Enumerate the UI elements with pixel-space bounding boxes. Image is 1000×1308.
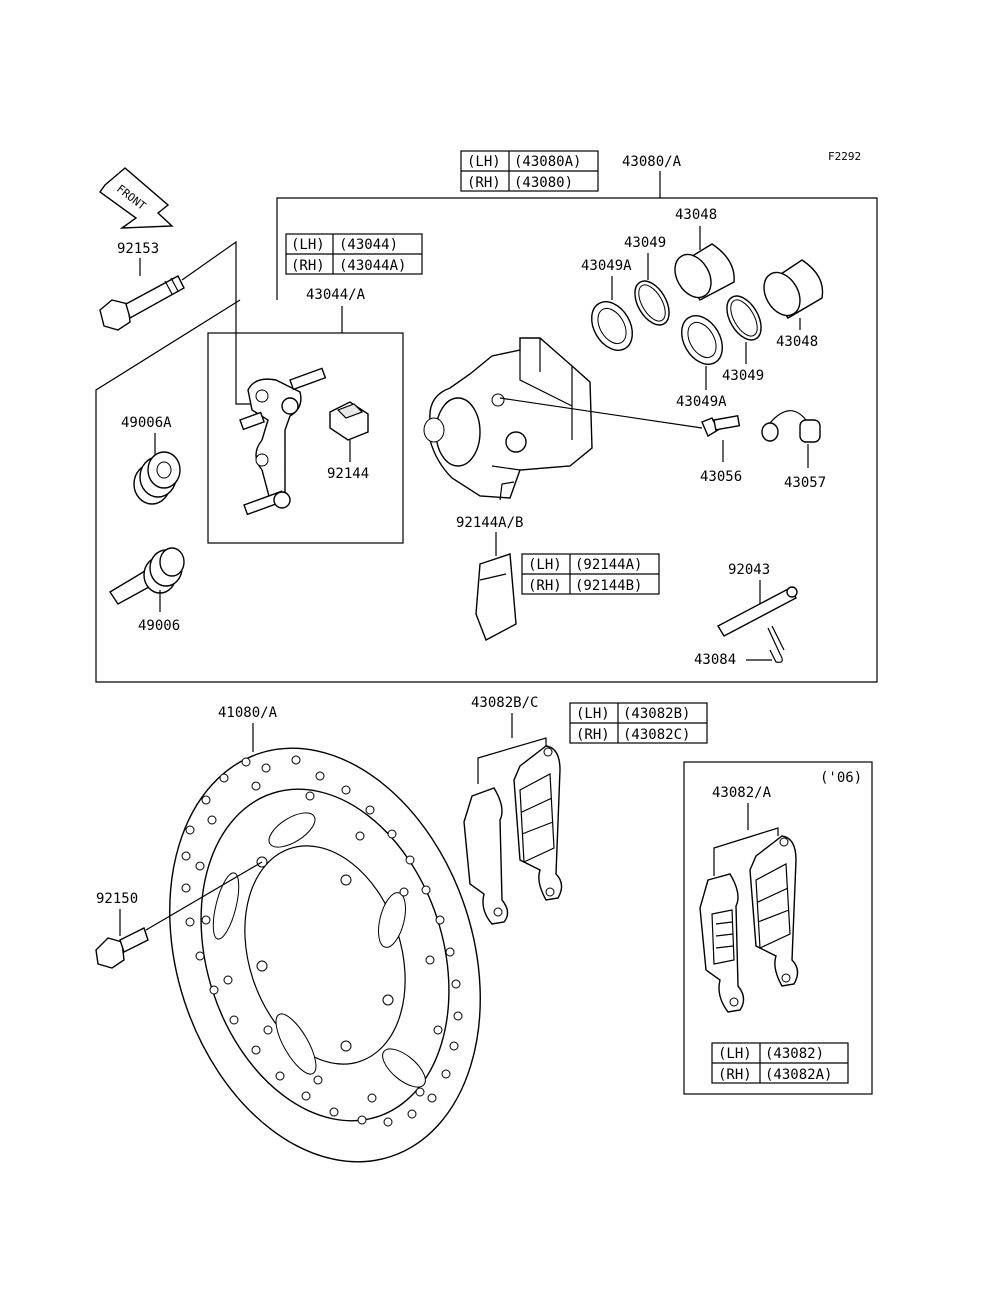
callout-92043: 92043 bbox=[728, 562, 770, 578]
spring-92144AB bbox=[475, 553, 517, 641]
table-cell: (92144A) bbox=[575, 557, 642, 573]
callout-43082BC: 43082B/C bbox=[471, 695, 538, 711]
pin-49006 bbox=[109, 547, 185, 605]
caliper-bracket-43044 bbox=[239, 367, 327, 516]
table-cell: (43044A) bbox=[339, 258, 406, 274]
piston-seal-43049-2 bbox=[726, 295, 762, 341]
pin-92043 bbox=[717, 586, 798, 637]
callout-92150: 92150 bbox=[96, 891, 138, 907]
table-cell: (RH) bbox=[291, 258, 325, 274]
brake-pad-43082A-outer bbox=[749, 835, 799, 987]
boot-49006A bbox=[133, 451, 181, 505]
diagram-code: F2292 bbox=[828, 150, 861, 163]
piston-43048-1 bbox=[674, 243, 735, 301]
table-cell: (LH) bbox=[291, 237, 325, 253]
callout-43049-1: 43049 bbox=[624, 235, 666, 251]
pads-2006-outline bbox=[683, 761, 873, 1095]
callout-92144: 92144 bbox=[327, 466, 369, 482]
front-arrow-icon: FRONT bbox=[99, 167, 174, 229]
table-cell: (LH) bbox=[528, 557, 562, 573]
bracket-subassembly-outline bbox=[207, 332, 404, 544]
callout-92144AB: 92144A/B bbox=[456, 515, 523, 531]
callout-43048-1: 43048 bbox=[675, 207, 717, 223]
bolt-92153 bbox=[99, 275, 185, 331]
table-92144: (LH) (92144A) (RH) (92144B) bbox=[521, 553, 660, 595]
year-label: ('06) bbox=[820, 770, 862, 786]
callout-92153: 92153 bbox=[117, 241, 159, 257]
table-43082: (LH) (43082) (RH) (43082A) bbox=[711, 1042, 849, 1084]
callout-43056: 43056 bbox=[700, 469, 742, 485]
brake-pad-43082BC-outer bbox=[513, 745, 563, 901]
piston-seal-43049A-2 bbox=[681, 315, 723, 365]
table-cell: (43082B) bbox=[623, 706, 690, 722]
table-cell: (43082A) bbox=[765, 1067, 832, 1083]
brake-disc-41080 bbox=[169, 747, 481, 1163]
table-43082BC: (LH) (43082B) (RH) (43082C) bbox=[569, 702, 708, 744]
table-cell: (RH) bbox=[576, 727, 610, 743]
piston-seal-43049A-1 bbox=[591, 301, 633, 351]
table-cell: (43082C) bbox=[623, 727, 690, 743]
callout-43049A-1: 43049A bbox=[581, 258, 632, 274]
callout-43082A: 43082/A bbox=[712, 785, 772, 801]
brake-pad-43082BC-inner bbox=[463, 787, 509, 925]
bolt-92150 bbox=[95, 927, 149, 969]
table-cell: (92144B) bbox=[575, 578, 642, 594]
clip-92144 bbox=[329, 401, 369, 441]
table-43080: (LH) (43080A) (RH) (43080) bbox=[460, 150, 599, 192]
table-cell: (43082) bbox=[765, 1046, 824, 1062]
table-43044: (LH) (43044) (RH) (43044A) bbox=[285, 233, 423, 275]
caliper-assembly-outline bbox=[95, 197, 878, 683]
table-cell: (LH) bbox=[467, 154, 501, 170]
callout-43080: 43080/A bbox=[622, 154, 682, 170]
callout-43048-2: 43048 bbox=[776, 334, 818, 350]
disc-vent-holes bbox=[181, 755, 463, 1127]
table-cell: (RH) bbox=[718, 1067, 752, 1083]
bleed-cap-43057 bbox=[761, 410, 821, 443]
table-cell: (LH) bbox=[718, 1046, 752, 1062]
piston-seal-43049-1 bbox=[634, 280, 670, 326]
caliper-body bbox=[423, 337, 593, 501]
table-cell: (43080A) bbox=[514, 154, 581, 170]
brake-pad-43082A-inner bbox=[699, 873, 745, 1013]
table-cell: (RH) bbox=[528, 578, 562, 594]
table-cell: (RH) bbox=[467, 175, 501, 191]
bleed-valve-43056 bbox=[701, 415, 741, 438]
callout-43049A-2: 43049A bbox=[676, 394, 727, 410]
callout-43057: 43057 bbox=[784, 475, 826, 491]
callout-49006: 49006 bbox=[138, 618, 180, 634]
callout-41080: 41080/A bbox=[218, 705, 278, 721]
callout-43044: 43044/A bbox=[306, 287, 366, 303]
clip-43084 bbox=[767, 625, 785, 663]
callout-43084: 43084 bbox=[694, 652, 736, 668]
piston-43048-2 bbox=[763, 259, 824, 319]
table-cell: (43044) bbox=[339, 237, 398, 253]
callout-43049-2: 43049 bbox=[722, 368, 764, 384]
callout-49006A: 49006A bbox=[121, 415, 172, 431]
table-cell: (LH) bbox=[576, 706, 610, 722]
table-cell: (43080) bbox=[514, 175, 573, 191]
